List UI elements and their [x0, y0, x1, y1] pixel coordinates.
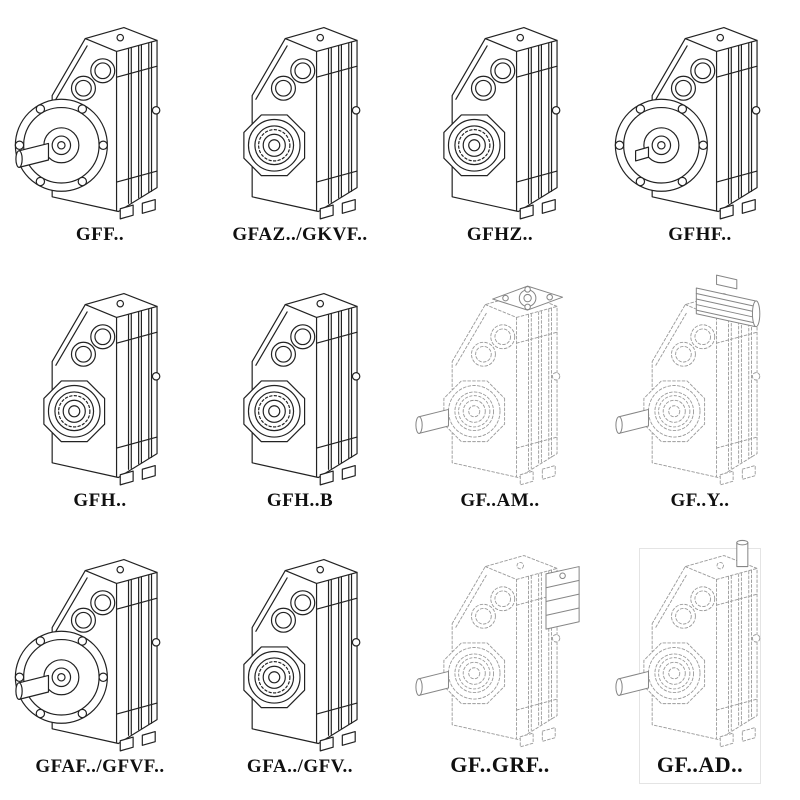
- gearbox-drawing: [608, 273, 792, 487]
- gearbox-hollow-shaft-icon: [244, 28, 360, 219]
- gearbox-cell: GFH..: [40, 283, 160, 517]
- gearbox-flange-icon: [15, 28, 159, 219]
- gearbox-cell: GFA../GFV..: [240, 549, 360, 783]
- gearbox-label: GF..AM..: [460, 490, 540, 511]
- gearbox-label: GFA../GFV..: [246, 756, 354, 777]
- gearbox-hollow-shaft-icon: [44, 294, 160, 485]
- gearbox-motor-adapter-icon: [416, 286, 563, 485]
- gearbox-with-motor-icon: [616, 275, 760, 485]
- gearbox-label: GFAZ../GKVF..: [232, 224, 368, 245]
- gearbox-label: GFHZ..: [466, 224, 534, 245]
- gearbox-flange-hollow-icon: [615, 28, 759, 219]
- gearbox-cell: GFAZ../GKVF..: [232, 17, 367, 251]
- gearbox-cell: GF..GRF..: [440, 549, 560, 783]
- gearbox-side-adapter-icon: [416, 556, 579, 747]
- gearbox-label: GF..AD..: [656, 752, 744, 777]
- gearbox-hollow-shaft-icon: [244, 560, 360, 751]
- gearbox-drawing: [8, 273, 192, 487]
- gearbox-label: GFF..: [75, 224, 125, 245]
- gearbox-drawing: [608, 7, 792, 221]
- gearbox-drawing: [8, 7, 192, 221]
- gearbox-drawing: [208, 7, 392, 221]
- gearbox-drawing: [408, 535, 592, 749]
- gearbox-drawing: [408, 273, 592, 487]
- gearbox-label: GF..Y..: [670, 490, 730, 511]
- gearbox-label: GFAF../GFVF..: [35, 756, 165, 777]
- gearbox-drawing: [408, 7, 592, 221]
- gearbox-cell: GFF..: [40, 17, 160, 251]
- gearbox-cell: GFHF..: [640, 17, 760, 251]
- gearbox-drawing: [208, 539, 392, 753]
- gearbox-label: GFHF..: [668, 224, 732, 245]
- gearbox-top-shaft-icon: [616, 540, 760, 746]
- gearbox-drawing: [8, 539, 192, 753]
- gearbox-cell: GFAF../GFVF..: [40, 549, 164, 783]
- gearbox-cell: GFHZ..: [440, 17, 560, 251]
- gearbox-cell: GFH..B: [240, 283, 360, 517]
- gearbox-cell: GF..AM..: [440, 283, 560, 517]
- gearbox-drawing: [208, 273, 392, 487]
- gearbox-drawing: [608, 535, 792, 749]
- gearbox-hollow-shaft-icon: [244, 294, 360, 485]
- gearbox-label: GF..GRF..: [450, 752, 550, 777]
- gearbox-label: GFH..B: [266, 490, 334, 511]
- gearbox-cell: GF..AD..: [640, 549, 760, 783]
- gearbox-label: GFH..: [73, 490, 127, 511]
- gearbox-flange-icon: [15, 560, 159, 751]
- gearbox-hollow-shaft-icon: [444, 28, 560, 219]
- gearbox-cell: GF..Y..: [640, 283, 760, 517]
